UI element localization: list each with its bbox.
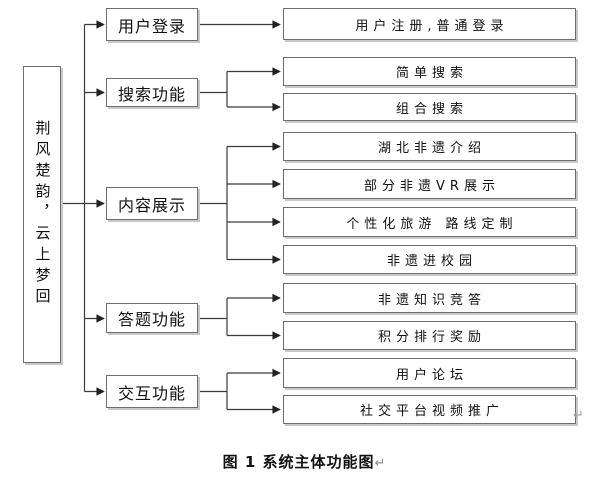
- leaf-node: 积分排行奖励: [283, 321, 576, 350]
- leaf-node: 非遗知识竞答: [283, 283, 576, 313]
- leaf-node: 简单搜索: [283, 57, 576, 86]
- root-node: 荆风楚韵，云上梦回: [23, 66, 61, 363]
- branch-node-search-function: 搜索功能: [106, 78, 198, 107]
- leaf-node: 社交平台视频推广: [283, 395, 576, 424]
- branch-node-user-login: 用户登录: [106, 8, 198, 41]
- leaf-node: 用户注册,普通登录: [283, 8, 576, 40]
- leaf-node: 非遗进校园: [283, 245, 576, 274]
- branch-node-quiz-function: 答题功能: [106, 303, 198, 333]
- leaf-node: 个性化旅游 路线定制: [283, 207, 576, 237]
- caption-return-mark-icon: ↵: [374, 456, 386, 471]
- figure-caption: 图 1 系统主体功能图↵: [0, 451, 608, 472]
- leaf-node: 用户论坛: [283, 358, 576, 388]
- caption-text: 图 1 系统主体功能图: [222, 453, 375, 471]
- branch-node-content-display: 内容展示: [106, 187, 198, 220]
- leaf-node: 湖北非遗介绍: [283, 132, 576, 161]
- leaf-node: 部分非遗VR展示: [283, 169, 576, 199]
- leaf-node: 组合搜索: [283, 93, 576, 121]
- branch-node-interaction-function: 交互功能: [106, 375, 198, 408]
- page-return-mark-icon: ↵: [573, 408, 584, 423]
